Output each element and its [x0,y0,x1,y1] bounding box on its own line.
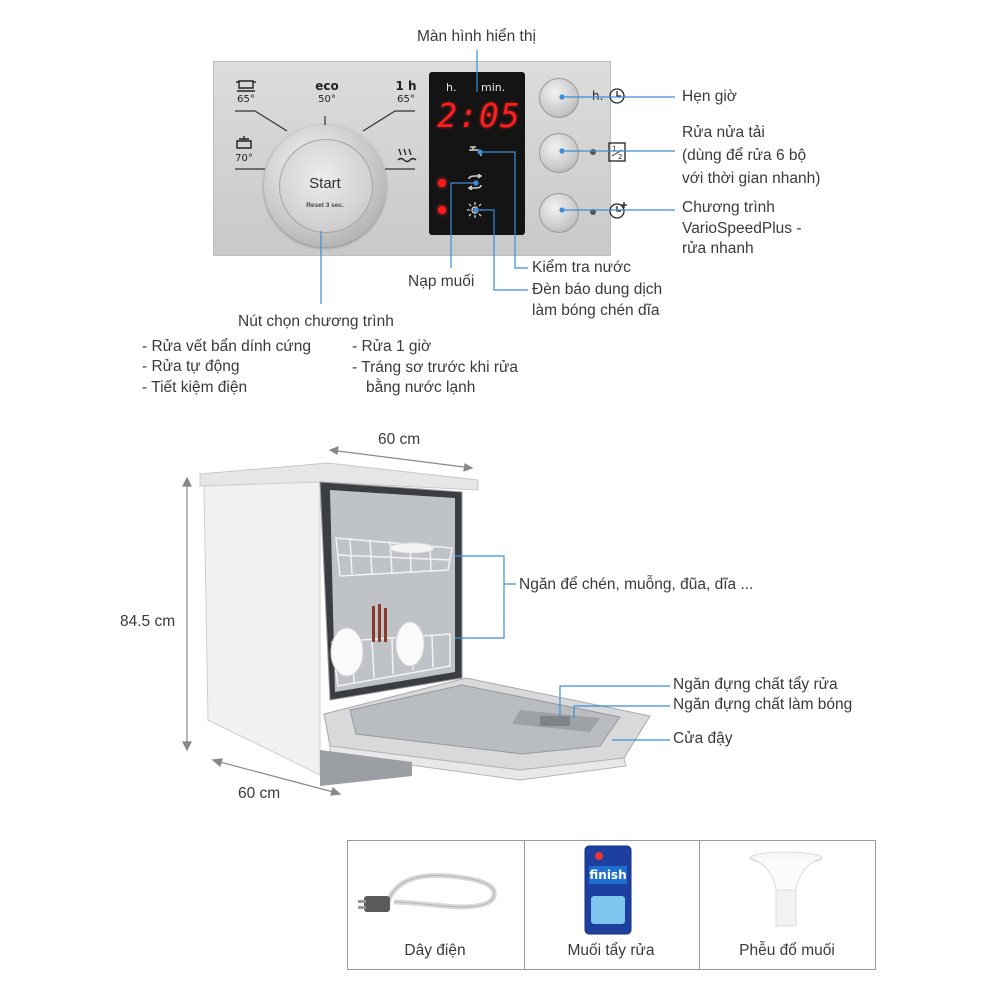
reset-label: Reset 3 sec. [306,202,344,209]
vario-speed-indicator [590,209,596,215]
callout-program-selector: Nút chọn chương trình [238,313,394,330]
accessory-box-cord [347,840,525,970]
program-list-right-2: - Tráng sơ trước khi rửa [352,359,518,376]
program-list-right-1: - Rửa 1 giờ [352,338,432,355]
callout-vario-3: rửa nhanh [682,240,754,257]
dishwasher-illustration [182,446,670,796]
callout-salt: Nạp muối [408,273,475,290]
callout-racks: Ngăn để chén, muỗng, đũa, dĩa ... [519,576,754,593]
program-list-right-3: bằng nước lạnh [366,379,476,396]
display-time: 2:05 [437,96,521,135]
callout-vario-2: VarioSpeedPlus - [682,220,802,237]
accessory-label-funnel: Phễu đổ muối [739,942,835,959]
panel-callout-lines [320,50,675,304]
svg-text:1: 1 [612,145,616,153]
timer-button-label: h. [592,89,604,103]
dimension-width: 60 cm [378,431,421,448]
accessory-label-salt: Muối tẩy rửa [567,942,655,959]
vario-speed-button[interactable] [539,193,579,233]
callout-rinse-aid-1: Đèn báo dung dịch [532,281,663,298]
prerinse-icon [396,147,418,170]
clock-plus-icon [608,200,630,225]
callout-door: Cửa đậy [673,730,733,747]
svg-text:finish: finish [589,868,626,882]
salt-pack-icon: finish [583,844,633,941]
half-load-button[interactable] [539,133,579,173]
callout-detergent: Ngăn đựng chất tẩy rửa [673,676,838,693]
program-eco: eco 50° [315,79,339,106]
callout-half-load-3: với thời gian nhanh) [682,170,821,187]
callout-timer: Hẹn giờ [682,88,737,105]
program-list-left-2: - Rửa tự động [142,358,240,375]
program-list-left-3: - Tiết kiệm điện [142,379,248,396]
funnel-icon [746,850,826,935]
salt-refill-icon [466,173,484,195]
timer-button[interactable] [539,78,579,118]
display-minutes-label: min. [481,81,506,94]
program-intensive: 65° [228,78,264,106]
accessory-box-salt [523,840,700,970]
salt-led [438,179,446,187]
callout-rinse-aid-compartment: Ngăn đựng chất làm bóng [673,696,853,713]
rinse-aid-led [438,206,446,214]
pot-icon [236,136,252,149]
start-button[interactable] [279,139,373,233]
callout-rinse-aid-2: làm bóng chén dĩa [532,302,660,319]
program-1h: 1 h 65° [395,79,417,106]
rinse-aid-icon [466,201,484,224]
callout-half-load-1: Rửa nửa tải [682,124,765,141]
callout-half-load-2: (dùng để rửa 6 bộ [682,147,807,164]
callout-vario-1: Chương trình [682,199,775,216]
program-auto: 70° [226,135,262,165]
callout-water-check: Kiểm tra nước [532,259,631,276]
accessory-box-funnel [699,840,876,970]
svg-text:2: 2 [618,153,622,161]
half-load-indicator [590,149,596,155]
clock-icon [608,87,626,110]
dimension-height: 84.5 cm [120,613,176,630]
start-label: Start [309,175,341,192]
display-hours-label: h. [446,81,457,94]
accessory-label-cord: Dây điện [404,942,466,959]
dimension-depth: 60 cm [238,785,281,802]
callout-display: Màn hình hiển thị [417,28,536,45]
pot-icon [236,80,256,92]
power-cord-icon [358,862,514,929]
program-list-left-1: - Rửa vết bẩn dính cứng [142,338,311,355]
